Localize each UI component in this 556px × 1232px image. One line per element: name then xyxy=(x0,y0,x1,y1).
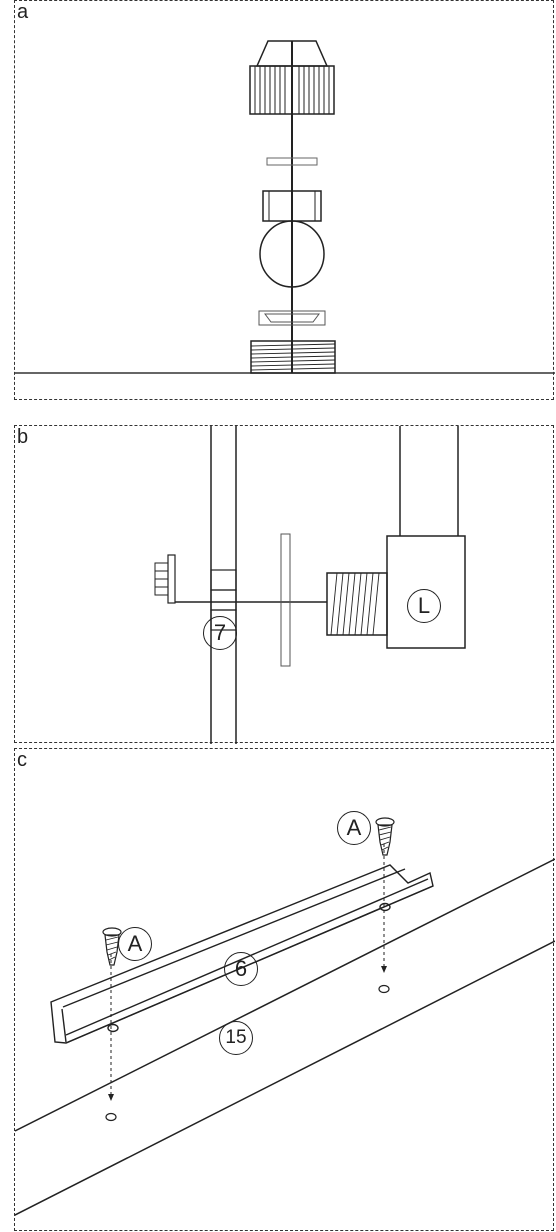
panel-a: a xyxy=(14,0,555,400)
rail-screw-assembly xyxy=(15,817,555,1216)
callout-6: 6 xyxy=(224,952,258,986)
callout-15: 15 xyxy=(219,1021,253,1055)
callout-L: L xyxy=(407,589,441,623)
panel-c: c xyxy=(14,748,555,1231)
screw-icon xyxy=(154,554,176,604)
screw-icon xyxy=(375,817,395,856)
threaded-fitting-icon xyxy=(326,572,388,636)
callout-7: 7 xyxy=(203,616,237,650)
fitting-exploded-view xyxy=(15,40,555,374)
rail-icon xyxy=(210,426,237,744)
compression-nut-icon xyxy=(249,40,335,115)
washer-icon xyxy=(280,533,291,667)
wall-bracket-icon xyxy=(386,426,466,649)
panel-label-c: c xyxy=(17,749,27,771)
panel-label-b: b xyxy=(17,426,29,448)
threaded-fitting-icon xyxy=(250,340,336,374)
ball-valve-icon xyxy=(259,190,325,288)
callout-A-right: A xyxy=(337,811,371,845)
washer-icon xyxy=(258,310,326,326)
callout-A-left: A xyxy=(118,927,152,961)
bracket-mount-view xyxy=(154,426,466,744)
panel-b: b xyxy=(14,425,554,744)
panel-label-a: a xyxy=(17,1,29,23)
washer-icon xyxy=(266,157,318,166)
rail-icon xyxy=(15,858,555,1216)
screw-icon xyxy=(102,927,122,966)
